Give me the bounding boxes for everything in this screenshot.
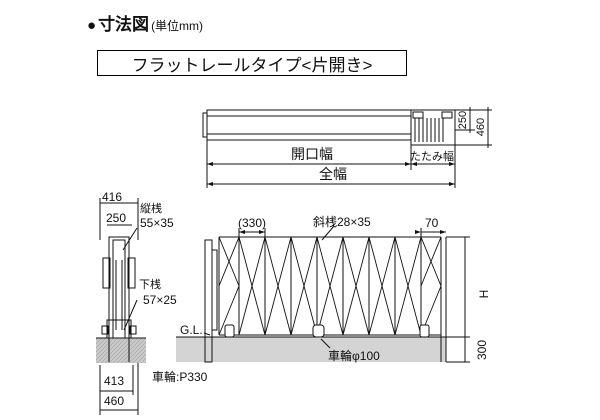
wheel-icon <box>224 324 235 338</box>
plan-folded-slats <box>414 118 444 142</box>
side-dim-413: 413 <box>104 374 124 388</box>
wheel-pitch-label: 車輪:P330 <box>152 369 208 384</box>
front-wheels <box>224 324 430 338</box>
lower-bar-label: 下桟 <box>139 277 161 291</box>
plan-dim-250: 250 <box>457 111 469 129</box>
lower-bar-size: 57×25 <box>143 293 177 307</box>
side-dim-460: 460 <box>104 394 124 408</box>
plan-folded-gate <box>410 109 456 146</box>
bullet-icon: ● <box>87 17 97 34</box>
front-view <box>176 225 470 363</box>
type-label-box: フラットレールタイプ<片開き> <box>97 50 407 76</box>
wheel-icon <box>312 324 325 338</box>
front-dim-arrows <box>239 230 446 234</box>
height-label: H <box>477 290 491 299</box>
side-gate-bottom <box>96 337 146 362</box>
fold-width-label: たたみ幅 <box>410 150 454 163</box>
diagonal-bar-label: 斜桟28×35 <box>313 215 371 229</box>
unit-note: (単位mm) <box>151 19 204 33</box>
ground-level-label: G.L. <box>180 323 203 337</box>
side-gate-frame <box>108 236 130 345</box>
plan-post <box>202 112 208 138</box>
plan-dim-460: 460 <box>475 118 487 136</box>
diagram-header: ● 寸法図 (単位mm) <box>87 10 204 34</box>
type-label: フラットレールタイプ<片開き> <box>131 55 373 75</box>
side-dim-250: 250 <box>106 211 126 225</box>
wheel-icon <box>419 324 430 338</box>
plan-gate-body <box>206 109 412 141</box>
wheel-label: 車輪φ100 <box>328 348 380 363</box>
diagram-title: 寸法図 <box>98 15 150 34</box>
vertical-bar-label: 縦桟 <box>140 201 162 215</box>
vertical-bar-size: 55×35 <box>140 216 174 230</box>
front-dim-300: 300 <box>475 340 489 360</box>
side-dim-416: 416 <box>102 190 122 204</box>
pitch-label: (330) <box>238 216 266 230</box>
plan-dim-arrows <box>207 162 455 186</box>
opening-width-label: 開口幅 <box>291 146 333 162</box>
total-width-label: 全幅 <box>319 166 347 182</box>
lattice-diagonals <box>218 236 442 336</box>
plan-view <box>202 107 492 188</box>
front-ground <box>176 337 446 362</box>
front-dim-70: 70 <box>425 216 439 230</box>
